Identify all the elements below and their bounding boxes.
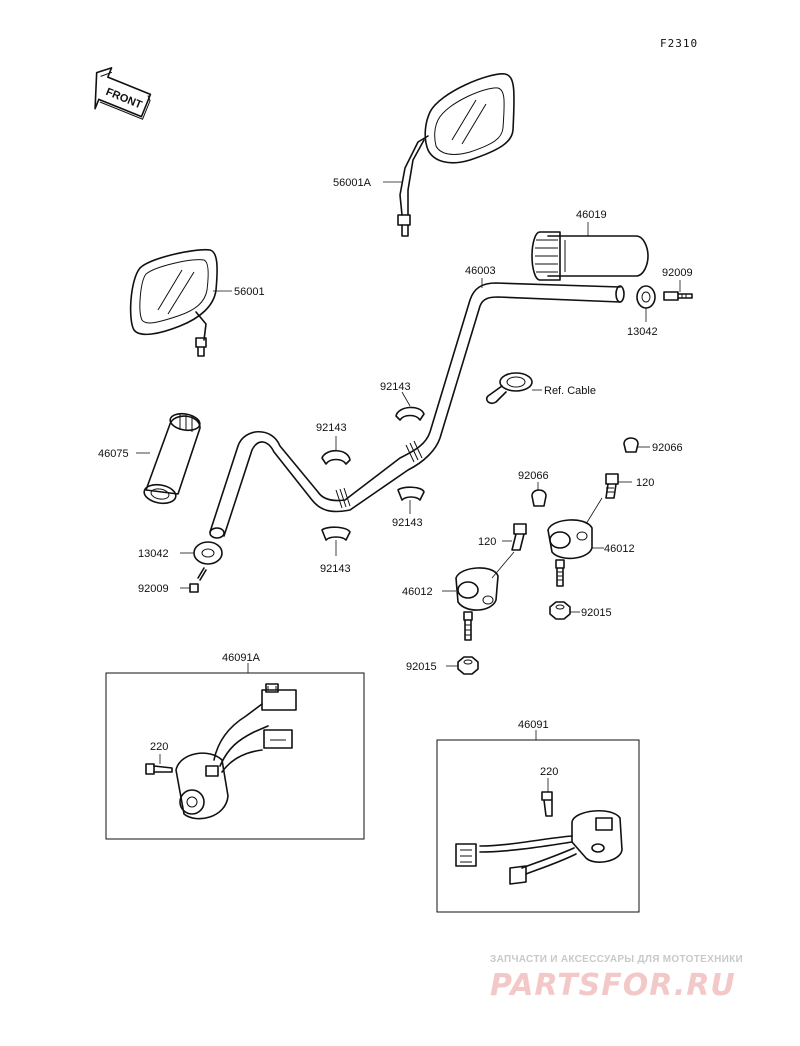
holder-right [547,519,593,587]
label-bolt120-right: 120 [636,477,654,489]
label-bolt-left: 92009 [138,583,169,595]
label-cap-right: 92066 [652,442,683,454]
cable-clamp [485,372,533,405]
label-weight-left: 13042 [138,548,169,560]
screw-left [145,763,173,775]
mirror-left [129,248,218,357]
page-code: F2310 [660,37,698,50]
label-handlebar: 46003 [465,265,496,277]
switch-right-box [436,730,640,913]
switch-left-box [105,663,365,840]
label-mirror-left: 56001 [234,286,265,298]
label-holder-right: 46012 [604,543,635,555]
bolt-right [663,291,693,301]
label-cap-left: 92066 [518,470,549,482]
watermark-logo: PARTSFOR.RU [490,968,736,1003]
label-screw-left: 220 [150,741,168,753]
cap-right [623,437,639,453]
clamp-upper-b [321,449,351,465]
cap-left [531,489,547,507]
bolt-120-left [511,523,527,551]
label-clamp-lower-a: 92143 [392,517,423,529]
label-screw-right: 220 [540,766,558,778]
label-ref-cable: Ref. Cable [544,385,596,397]
bar-end-weight-left [193,541,223,565]
bolt-120-right [605,473,619,499]
label-weight-right: 13042 [627,326,658,338]
label-bolt-right: 92009 [662,267,693,279]
bar-end-weight-right [636,285,656,309]
mirror-right [397,73,515,237]
label-bolt120-left: 120 [478,536,496,548]
label-switch-left: 46091A [222,652,261,664]
bolt-left [189,567,207,593]
left-grip [143,412,201,505]
nut-right [549,601,571,620]
label-nut-right: 92015 [581,607,612,619]
holder-left [455,567,499,641]
front-arrow-icon: FRONT [94,67,152,120]
label-clamp-upper-a: 92143 [380,381,411,393]
clamp-upper-a [395,406,425,421]
clamp-lower-a [397,486,425,501]
clamp-lower-b [321,526,351,541]
switch-left [175,683,297,820]
label-mirror-right: 56001A [333,177,372,189]
nut-left [457,656,479,675]
throttle-grip [531,231,649,281]
label-grip-left: 46075 [98,448,129,460]
switch-right [455,809,623,885]
label-clamp-lower-b: 92143 [320,563,351,575]
label-nut-left: 92015 [406,661,437,673]
label-holder-left: 46012 [402,586,433,598]
label-throttle-grip: 46019 [576,209,607,221]
watermark-tagline: ЗАПЧАСТИ И АКСЕССУАРЫ ДЛЯ МОТОТЕХНИКИ [490,954,743,965]
label-switch-right: 46091 [518,719,549,731]
label-clamp-upper-b: 92143 [316,422,347,434]
handlebar [209,282,625,539]
screw-right [541,791,553,817]
